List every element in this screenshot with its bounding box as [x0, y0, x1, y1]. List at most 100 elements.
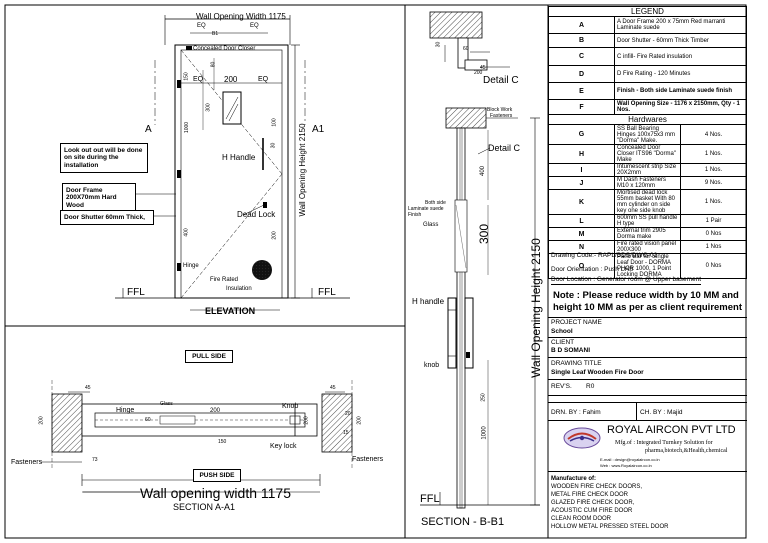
elev-dim-400: 400 [183, 228, 190, 237]
detail-c-view [429, 11, 510, 71]
elevation-view [115, 15, 350, 311]
tb-manuf-item: ACOUSTIC CUM FIRE DOOR [551, 508, 633, 514]
section-a-width-dim: Wall opening width 1175 [140, 485, 291, 501]
legend-key: B [548, 33, 615, 48]
legend-key: C [548, 47, 615, 66]
legend-text: A Door Frame 200 x 75mm Red marranti Lam… [614, 16, 747, 34]
legend-text: External trim 2905 Dorma make [614, 227, 681, 241]
tb-company: ROYAL AIRCON PVT LTD [607, 424, 736, 436]
tb-manuf-item: METAL FIRE CHECK DOOR [551, 492, 629, 498]
tb-manuf-item: CLEAN ROOM DOOR [551, 516, 612, 522]
note-shutter: Door Shutter 60mm Thick, [60, 210, 154, 226]
elev-deadlock-label: Dead Lock [237, 210, 276, 219]
detail-c-d45: 45 [480, 65, 486, 71]
elev-ffl-right: FFL [318, 287, 336, 298]
elev-insulation-label1: Fire Rated [210, 277, 239, 283]
section-a-knob: Knob [282, 403, 299, 410]
section-b-d1000: 1000 [481, 426, 488, 440]
elev-eq-right: EQ [258, 76, 269, 83]
section-b-knob: knob [424, 362, 440, 369]
tb-manuf-title: Manufacture of: [551, 476, 596, 482]
tb-rule [548, 395, 747, 396]
company-logo-icon [563, 427, 601, 449]
elev-dim-100: 100 [271, 118, 278, 127]
legend-qty: 9 Nos. [680, 176, 747, 190]
elev-hinge-label: Hinge [183, 263, 199, 269]
elev-height-dim: Wall Opening Height 2150 [298, 123, 307, 217]
section-a-fasteners-left: Fasteners [11, 459, 43, 466]
elev-dim-150: 150 [183, 72, 190, 81]
elev-b1: B1 [212, 31, 219, 37]
tb-client-label: CLIENT [551, 339, 575, 346]
section-b-title: SECTION - B-B1 [421, 516, 505, 528]
legend-text: Concealed Door Closer ITS96 "Dorma" Make [614, 144, 681, 164]
section-b-finish: Finish [408, 212, 422, 218]
tb-drawing-code: Drawing Code:- RAPL/BDS/DWG-02 [551, 252, 658, 259]
legend-qty: 1 Pair [680, 214, 747, 228]
legend-key: E [548, 82, 615, 100]
section-b-both-side: Both side [425, 200, 446, 206]
section-b-d400: 400 [480, 165, 487, 177]
tb-divider [636, 403, 637, 420]
legend-text: Panc Bar for Single Leaf Door - DORMA PH… [614, 253, 681, 279]
legend-key: A [548, 16, 615, 34]
tb-orientation: Door Orientation : Push LHS [551, 266, 634, 273]
section-b-view [420, 107, 540, 509]
tb-rule [548, 337, 747, 338]
tb-project: School [551, 328, 573, 335]
legend-qty: 1 Nos [680, 240, 747, 254]
legend-key: I [548, 163, 615, 177]
legend-text: Door Shutter - 60mm Thick Timber [614, 33, 747, 48]
section-b-glass: Glass [423, 222, 439, 228]
tb-mfg1: Mfg.of : Integrated Turnkey Solution for [615, 440, 713, 446]
elev-dim-200: 200 [271, 231, 278, 240]
detail-c-d200: 200 [474, 70, 483, 76]
section-a-d150: 150 [218, 439, 227, 445]
section-a-d200b: 200 [38, 416, 45, 425]
tb-rule [548, 471, 747, 472]
section-b-h-handle: H handle [412, 297, 445, 306]
section-a-d73: 73 [92, 457, 98, 463]
tb-mfg2: pharma,biotech,&Health,chemical [645, 448, 728, 454]
tb-email: E-mail : design@royalaircon.co.in [600, 457, 660, 462]
tb-client: B D SOMANI [551, 347, 590, 354]
legend-text: SS Ball Bearing Hinges 100x75x3 mm "Dorm… [614, 124, 681, 145]
section-a-d45r: 45 [330, 385, 336, 391]
tb-note: Note : Please reduce width by 10 MM and … [553, 290, 742, 313]
tb-rule [548, 420, 747, 421]
elev-eq2: EQ [250, 23, 259, 29]
note-lookout: Look out out will be done on site during… [60, 143, 148, 174]
elev-a-left: A [145, 124, 152, 135]
elev-title: ELEVATION [205, 306, 256, 316]
section-a-d200r: 200 [356, 416, 363, 425]
legend-text: Finish - Both side Laminate suede finish [614, 82, 747, 100]
section-b-d300: 300 [477, 223, 492, 245]
legend-key: H [548, 144, 615, 164]
detail-c-title: Detail C [483, 75, 519, 86]
section-a-title: SECTION A-A1 [173, 502, 236, 512]
section-b-height-dim: Wall Opening Height 2150 [529, 238, 543, 378]
legend-text: Intumescent strip Size 20X2mm [614, 163, 681, 177]
tb-rule [548, 379, 747, 380]
tb-manuf-item: WOODEN FIRE CHECK DOORS, [551, 484, 643, 490]
legend-qty: 1 Nos. [680, 144, 747, 164]
elev-dim-80: 80 [210, 61, 217, 68]
tb-rev-val: R0 [586, 383, 595, 390]
section-a-d15: 15 [343, 430, 349, 436]
legend-key: F [548, 99, 615, 115]
section-a-d20: 20 [345, 411, 351, 417]
tb-drawing-label: DRAWING TITLE [551, 360, 602, 367]
section-a-push-side: PUSH SIDE [193, 469, 241, 483]
elev-eq1: EQ [197, 23, 206, 29]
legend-hardwares-title: Hardwares [548, 114, 747, 125]
elev-insulation-label2: Insulation [226, 286, 252, 292]
section-b-block-work: Block Work [487, 107, 513, 113]
legend-text: Mortised dead lock 55mm basket With 80 m… [614, 189, 681, 215]
tb-web: Web : www.Royalaircon.co.in [600, 463, 652, 468]
elev-top-dim: Wall Opening Width 1175 [196, 12, 286, 21]
section-a-glass: Glass [160, 401, 173, 407]
tb-drn: DRN. BY : Fahim [551, 409, 601, 416]
legend-text: Wall Opening Size - 1176 x 2150mm, Qty -… [614, 99, 747, 115]
